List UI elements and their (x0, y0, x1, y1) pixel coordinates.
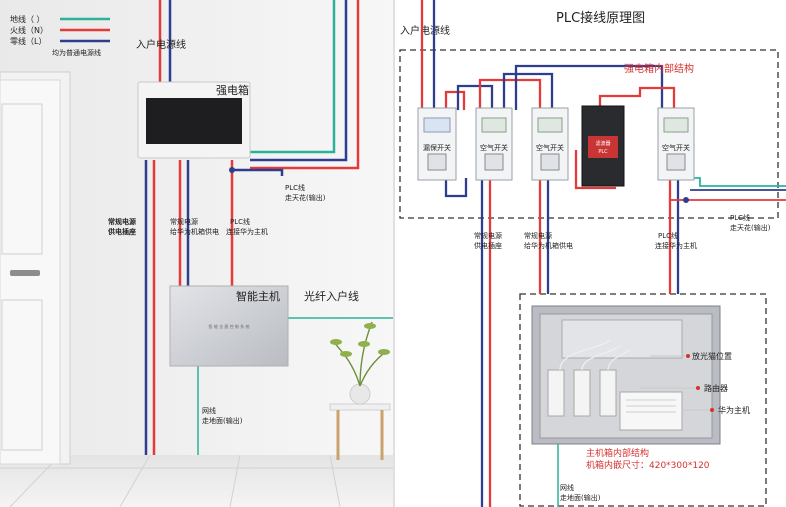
left-normal-power-1: 常规电源 (108, 217, 136, 226)
left-strong-box-label: 强电箱 (216, 83, 249, 97)
left-fiber-label: 光纤入户线 (304, 289, 359, 303)
right-schematic-panel: PLC接线原理图 入户电源线 (399, 0, 786, 507)
right-normal-power-2: 供电插座 (474, 241, 502, 250)
plant-table (329, 321, 391, 460)
left-plc-huawei-1: PLC线 (230, 217, 250, 226)
left-plc-out-1: PLC线 (285, 183, 305, 192)
left-plc-huawei-2: 连接华为主机 (226, 227, 268, 236)
host-panel-text: 智 能 全 屋 控 制 系 统 (209, 323, 250, 329)
left-net-2: 走地面(输出) (202, 416, 243, 425)
host-box-outline (519, 293, 767, 507)
legend-neutral: 零线（L） (10, 36, 46, 46)
legend-note: 均为普通电源线 (52, 48, 101, 57)
legend-live: 火线（N） (10, 25, 48, 35)
right-plc-out-2: 走天花(输出) (730, 223, 771, 232)
device-2 (573, 369, 591, 417)
plc-filter-label-2: PLC (598, 149, 608, 155)
left-smart-host: 智 能 全 屋 控 制 系 统 智能主机 (169, 285, 289, 367)
host-box-interior (531, 305, 721, 445)
plc-filter-label-1: 滤波器 (595, 140, 610, 147)
right-incoming-power-label: 入户电源线 (400, 24, 450, 37)
huawei-host-device (619, 391, 683, 431)
left-huawei-power-1: 常规电源 (170, 217, 198, 226)
schematic-title: PLC接线原理图 (556, 10, 645, 26)
router-label: 路由器 (704, 383, 728, 393)
device-3 (599, 369, 617, 417)
wire-legend: 地线（ ） 火线（N） 零线（L） 均为普通电源线 (10, 14, 110, 57)
right-net-2: 走地面(输出) (560, 493, 601, 502)
breaker-3: 空气开关 (531, 107, 569, 181)
left-room-panel: 强电箱 智 能 全 屋 控 制 系 统 智能主机 (0, 0, 393, 507)
host-box-title: 主机箱内部结构 (586, 447, 649, 459)
strong-box-title: 强电箱内部结构 (624, 62, 694, 75)
left-plc-out-2: 走天花(输出) (285, 193, 326, 202)
breaker-4: 空气开关 (657, 107, 695, 181)
right-wires (420, 0, 786, 507)
right-plc-huawei-1: PLC线 (658, 231, 678, 240)
right-net-1: 网线 (560, 483, 574, 492)
breaker-1: 漏保开关 (417, 107, 457, 181)
left-normal-power-2: 供电插座 (107, 227, 136, 236)
breaker-3-label: 空气开关 (536, 143, 564, 152)
breaker-4-label: 空气开关 (662, 143, 690, 152)
right-plc-out-1: PLC线 (730, 213, 750, 222)
door-handle (10, 270, 40, 276)
left-huawei-power-2: 给华为机箱供电 (170, 227, 219, 236)
left-strong-box: 强电箱 (137, 81, 251, 159)
breaker-2-label: 空气开关 (480, 143, 508, 152)
device-1 (547, 369, 565, 417)
host-box-size: 机箱内嵌尺寸：420*300*120 (586, 459, 710, 471)
right-normal-power-1: 常规电源 (474, 231, 502, 240)
door (0, 71, 71, 465)
huawei-host-label: 华为主机 (718, 405, 750, 415)
breaker-2: 空气开关 (475, 107, 513, 181)
strong-box-outline (399, 49, 779, 219)
left-incoming-power-label: 入户电源线 (136, 38, 186, 51)
breaker-1-label: 漏保开关 (423, 143, 451, 152)
left-wires (144, 0, 393, 455)
optical-modem-label: 放光猫位置 (692, 351, 732, 361)
right-plc-huawei-2: 连接华为主机 (655, 241, 697, 250)
legend-ground: 地线（ ） (10, 14, 45, 24)
plc-filter: 滤波器 PLC (581, 105, 625, 187)
right-huawei-power-2: 给华为机箱供电 (524, 241, 573, 250)
left-smart-host-label: 智能主机 (236, 289, 280, 303)
left-net-1: 网线 (202, 406, 216, 415)
right-huawei-power-1: 常规电源 (524, 231, 552, 240)
